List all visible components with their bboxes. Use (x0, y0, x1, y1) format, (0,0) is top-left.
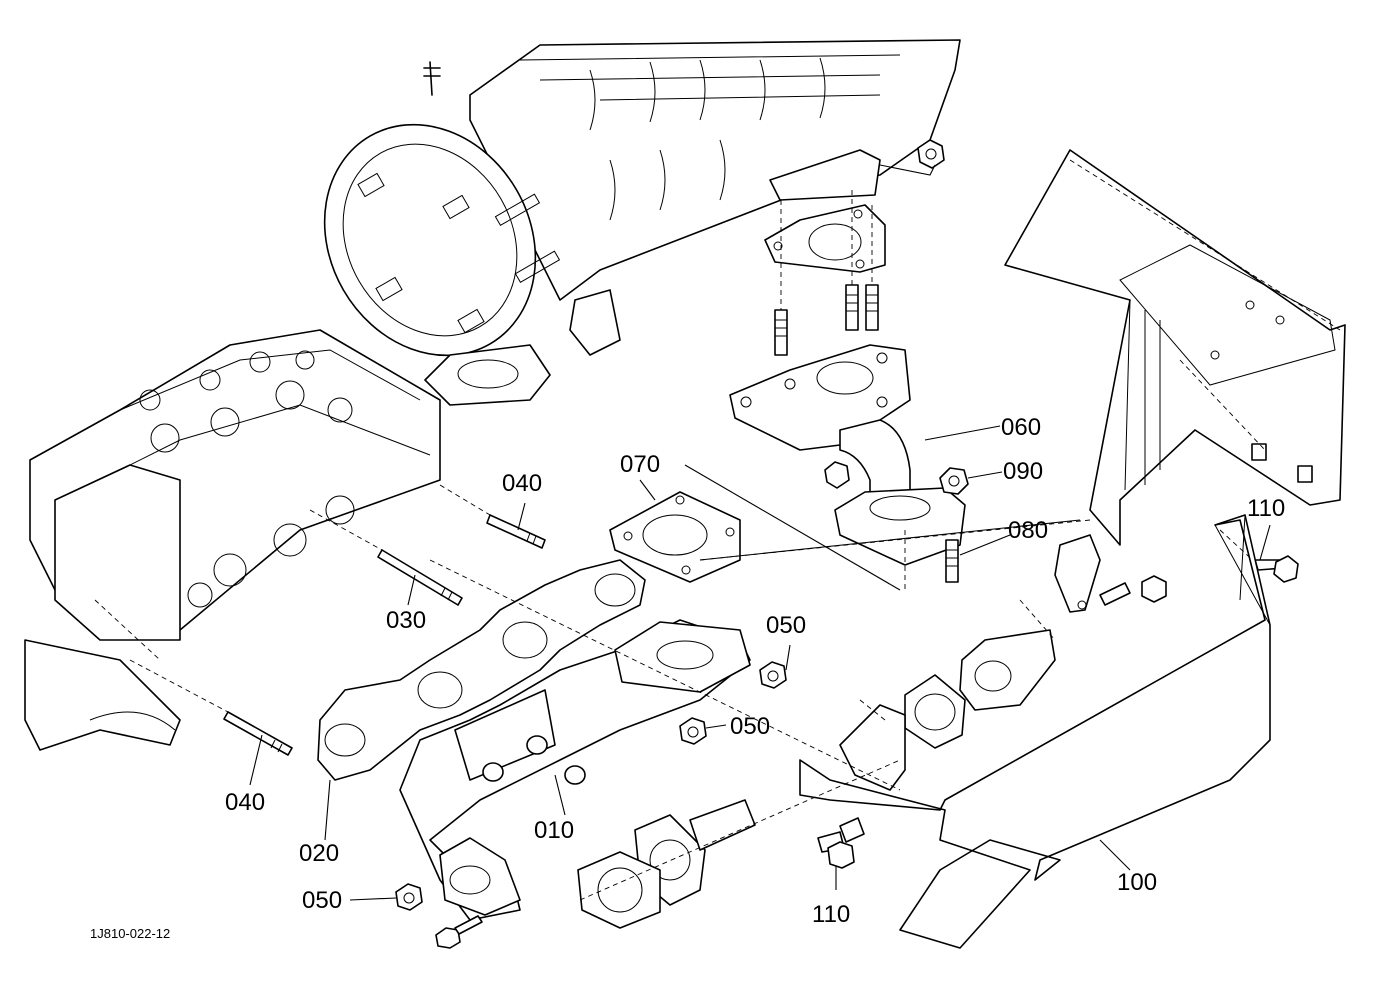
nut-050-right (759, 644, 791, 689)
callout-050-mid: 050 (730, 713, 770, 740)
manifold-gasket-020 (317, 559, 646, 841)
nut-050-mid (679, 717, 727, 745)
nut-090 (939, 467, 1003, 495)
muffler-studs (774, 190, 879, 356)
callout-090: 090 (1003, 458, 1043, 485)
bolt-110-bottom (817, 831, 855, 890)
callout-040-top: 040 (502, 470, 542, 497)
callout-080: 080 (1008, 517, 1048, 544)
callout-050-nut-right: 050 (766, 612, 806, 639)
bolt-110-right (1219, 524, 1299, 583)
callout-060: 060 (1001, 414, 1041, 441)
stud-040-top (486, 502, 546, 549)
cylinder-head (24, 329, 441, 751)
callout-070: 070 (620, 451, 660, 478)
exhaust-pipe-060 (729, 344, 1001, 590)
exhaust-manifold-010 (399, 619, 751, 921)
drawing-reference-number: 1J810-022-12 (90, 926, 170, 941)
alignment-line-rear (699, 519, 1081, 561)
nut-050-bottom (349, 883, 423, 911)
stud-040-bottom (223, 711, 293, 786)
callout-020: 020 (299, 840, 339, 867)
stud-030 (377, 549, 463, 606)
callout-100: 100 (1117, 869, 1157, 896)
callout-050-bottom: 050 (302, 887, 342, 914)
muffler-assembly (323, 39, 961, 406)
callout-110-bottom: 110 (812, 901, 850, 928)
callout-110-right: 110 (1247, 495, 1285, 522)
callout-030: 030 (386, 607, 426, 634)
alignment-line-main (429, 159, 1341, 901)
heat-shield-100 (799, 514, 1271, 949)
stud-080 (945, 534, 1011, 583)
callout-010: 010 (534, 817, 574, 844)
callout-040-bottom: 040 (225, 789, 265, 816)
muffler-outlet-gasket (764, 204, 886, 273)
bolt-bottom-left (435, 915, 483, 949)
exhaust-pipe-sections (577, 534, 1167, 929)
shield-frame (1004, 149, 1346, 546)
